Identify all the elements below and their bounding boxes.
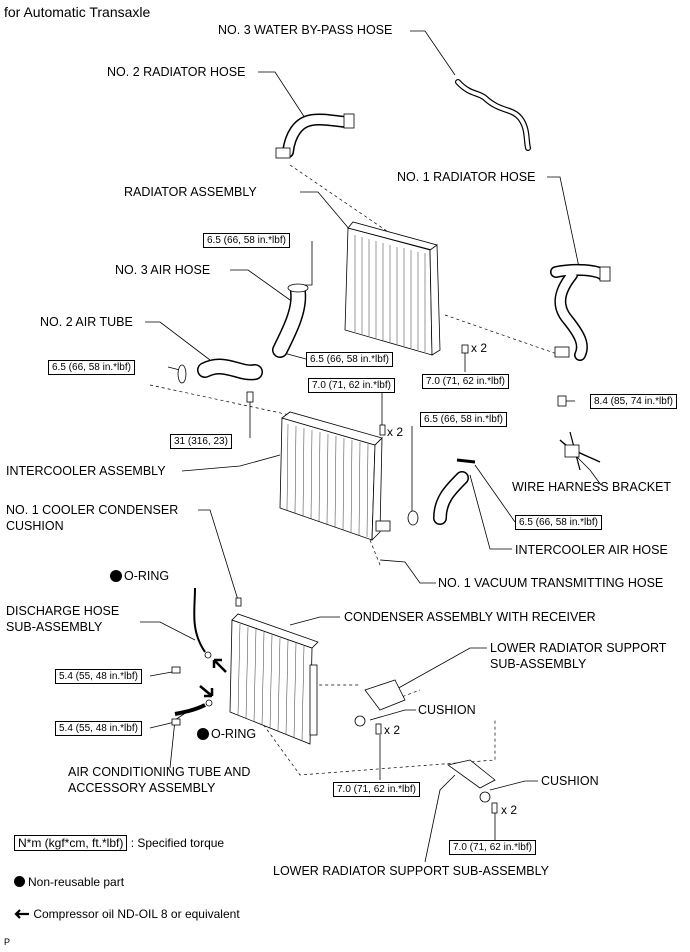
non-reusable-dot-icon — [14, 876, 25, 887]
condenser-assembly — [229, 597, 319, 745]
leader-no1-radiator-hose — [547, 176, 581, 273]
leader-intercooler — [181, 454, 281, 472]
label-no2-air-tube: NO. 2 AIR TUBE — [40, 315, 133, 329]
label-radiator-assembly: RADIATOR ASSEMBLY — [124, 185, 257, 199]
radiator-assembly — [344, 221, 441, 356]
label-no1-radiator-hose: NO. 1 RADIATOR HOSE — [397, 170, 536, 184]
label-ac-tube-line2: ACCESSORY ASSEMBLY — [68, 781, 216, 795]
leader-no2-radiator-hose — [258, 71, 306, 119]
legend-specified-torque: N*m (kgf*cm, ft.*lbf) : Specified torque — [14, 835, 225, 851]
label-intercooler-air-hose: INTERCOOLER AIR HOSE — [515, 543, 668, 557]
leader-lower-support — [394, 647, 487, 691]
torque-wire-harness-bracket: 8.4 (85, 74 in.*lbf) — [590, 394, 677, 409]
torque-intercooler-air-hose: 6.5 (66, 58 in.*lbf) — [515, 515, 602, 530]
label-discharge-hose-line2: SUB-ASSEMBLY — [6, 620, 103, 634]
legend-non-reusable: Non-reusable part — [14, 875, 124, 889]
torque-intercooler-bolt: 7.0 (71, 62 in.*lbf) — [308, 378, 395, 393]
torque-no3-air-hose-bottom: 6.5 (66, 58 in.*lbf) — [306, 352, 393, 367]
leader-discharge — [140, 621, 196, 641]
leader-vacuum — [379, 559, 436, 584]
leader-t-air-tube — [167, 366, 181, 371]
lower-radiator-support — [364, 679, 406, 711]
discharge-hose — [193, 587, 206, 653]
leader-radiator — [300, 191, 351, 231]
legend-compressor-oil-text: Compressor oil ND-OIL 8 or equivalent — [33, 907, 240, 921]
label-oring-top: O-RING — [124, 569, 170, 583]
label-no1-cooler-condenser-cushion-line1: NO. 1 COOLER CONDENSER — [6, 503, 179, 517]
leader-lower-support-bottom — [424, 774, 456, 863]
label-no3-water-bypass-hose: NO. 3 WATER BY-PASS HOSE — [218, 23, 393, 37]
compressor-oil-arrow-1 — [212, 658, 227, 673]
torque-lower-support-2: 7.0 (71, 62 in.*lbf) — [449, 840, 536, 855]
quantity-radiator-bolt: x 2 — [471, 341, 488, 355]
leader-t-intercooler-air-hose — [474, 464, 516, 523]
leader-water-bypass — [410, 30, 456, 76]
torque-lower-support: 7.0 (71, 62 in.*lbf) — [333, 782, 420, 797]
legend-compressor-oil: Compressor oil ND-OIL 8 or equivalent — [14, 907, 240, 921]
label-discharge-hose-line1: DISCHARGE HOSE — [6, 604, 120, 618]
leader-cushion-1 — [369, 709, 416, 721]
leader-cushion-2 — [489, 780, 538, 791]
wire-harness-bracket — [557, 395, 601, 471]
torque-ac-tube: 5.4 (55, 48 in.*lbf) — [55, 721, 142, 736]
cushion-1-part — [354, 715, 366, 727]
label-lower-radiator-support-bottom: LOWER RADIATOR SUPPORT SUB-ASSEMBLY — [273, 864, 549, 878]
intercooler-assembly — [279, 411, 391, 541]
leader-cooler-cushion — [198, 509, 239, 601]
label-no2-radiator-hose: NO. 2 RADIATOR HOSE — [107, 65, 246, 79]
non-reusable-dot-oring-bottom — [197, 728, 209, 740]
leader-t-ac-tube — [149, 721, 176, 729]
legend-torque-text: : Specified torque — [130, 836, 225, 850]
label-no3-air-hose: NO. 3 AIR HOSE — [115, 263, 211, 277]
quantity-lower-support-bolt: x 2 — [384, 723, 401, 737]
non-reusable-dot-oring-top — [110, 570, 122, 582]
cushion-2-part — [479, 791, 491, 803]
leader-condenser — [289, 616, 340, 626]
leader-no3-air-hose — [230, 269, 291, 301]
label-condenser-assembly: CONDENSER ASSEMBLY WITH RECEIVER — [344, 610, 596, 624]
ac-tube — [174, 703, 206, 716]
figure-code: P — [4, 937, 11, 947]
leader-intercooler-air-hose — [469, 474, 512, 550]
label-no1-cooler-condenser-cushion-line2: CUSHION — [6, 519, 64, 533]
label-cushion-1: CUSHION — [418, 703, 476, 717]
torque-no2-air-tube: 6.5 (66, 58 in.*lbf) — [48, 360, 135, 375]
quantity-lower-support-2-bolt: x 2 — [501, 803, 518, 817]
label-lower-radiator-support-line2: SUB-ASSEMBLY — [490, 657, 587, 671]
label-ac-tube-line1: AIR CONDITIONING TUBE AND — [68, 765, 251, 779]
torque-no3-air-hose-top: 6.5 (66, 58 in.*lbf) — [203, 233, 290, 248]
label-lower-radiator-support-line1: LOWER RADIATOR SUPPORT — [490, 641, 667, 655]
torque-air-tube-bolt: 31 (316, 23) — [170, 434, 232, 449]
label-cushion-2: CUSHION — [541, 774, 599, 788]
lower-radiator-support-2 — [447, 759, 496, 789]
torque-radiator-bolt: 7.0 (71, 62 in.*lbf) — [422, 374, 509, 389]
label-wire-harness-bracket: WIRE HARNESS BRACKET — [512, 480, 672, 494]
header-title: for Automatic Transaxle — [4, 4, 151, 20]
label-oring-bottom: O-RING — [211, 727, 257, 741]
label-intercooler-assembly: INTERCOOLER ASSEMBLY — [6, 464, 166, 478]
compressor-oil-arrow-2 — [199, 685, 214, 698]
leader-no2-air-tube — [145, 321, 211, 361]
label-no1-vacuum-transmitting-hose: NO. 1 VACUUM TRANSMITTING HOSE — [438, 576, 664, 590]
leader-t-air-hose-top — [298, 241, 313, 286]
legend-torque-box: N*m (kgf*cm, ft.*lbf) — [14, 835, 128, 851]
arrow-left-icon — [14, 909, 29, 919]
torque-discharge-hose: 5.4 (55, 48 in.*lbf) — [55, 669, 142, 684]
legend-non-reusable-text: Non-reusable part — [28, 875, 125, 889]
leader-t-discharge — [149, 671, 173, 677]
quantity-intercooler-bolt: x 2 — [387, 425, 404, 439]
torque-intercooler-clamp: 6.5 (66, 58 in.*lbf) — [420, 412, 507, 427]
